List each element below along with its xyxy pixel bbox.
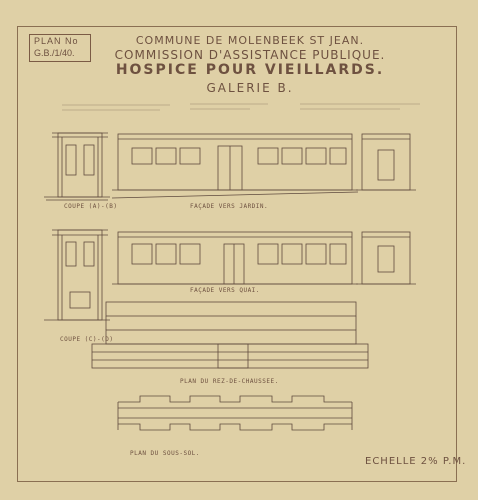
side-elevation-top-drawing (356, 133, 416, 191)
basement-plan-drawing (117, 395, 353, 431)
title-commission: COMMISSION D'ASSISTANCE PUBLIQUE. (114, 48, 386, 62)
plan-number-label: PLAN No (34, 36, 79, 46)
plan-number-box: PLAN No G.B./1/40. (29, 34, 91, 62)
scale-label: ECHELLE 2% P.M. (365, 456, 467, 467)
title-hospice: HOSPICE POUR VIEILLARDS. (115, 62, 385, 78)
side-elevation-bottom-drawing (356, 231, 416, 285)
title-galerie: GALERIE B. (206, 81, 294, 95)
drawing-border (17, 26, 457, 482)
title-commune: COMMUNE DE MOLENBEEK ST JEAN. (135, 34, 365, 47)
facade-quay-drawing (112, 231, 358, 285)
label-facade-jardin: FAÇADE VERS JARDIN. (190, 203, 269, 210)
section-cd-drawing (44, 229, 110, 321)
label-plan-sous-sol: PLAN DU SOUS-SOL. (130, 450, 200, 457)
section-ab-drawing (44, 132, 110, 201)
label-coupe-cd: COUPE (C)-(D) (60, 336, 114, 343)
facade-garden-drawing (111, 133, 359, 199)
plan-number-value: G.B./1/40. (34, 48, 75, 58)
label-coupe-ab: COUPE (A)-(B) (64, 203, 118, 210)
ground-floor-plan-drawing (91, 301, 369, 369)
label-facade-quai: FAÇADE VERS QUAI. (190, 287, 260, 294)
label-plan-rez: PLAN DU REZ-DE-CHAUSSEE. (180, 378, 279, 385)
